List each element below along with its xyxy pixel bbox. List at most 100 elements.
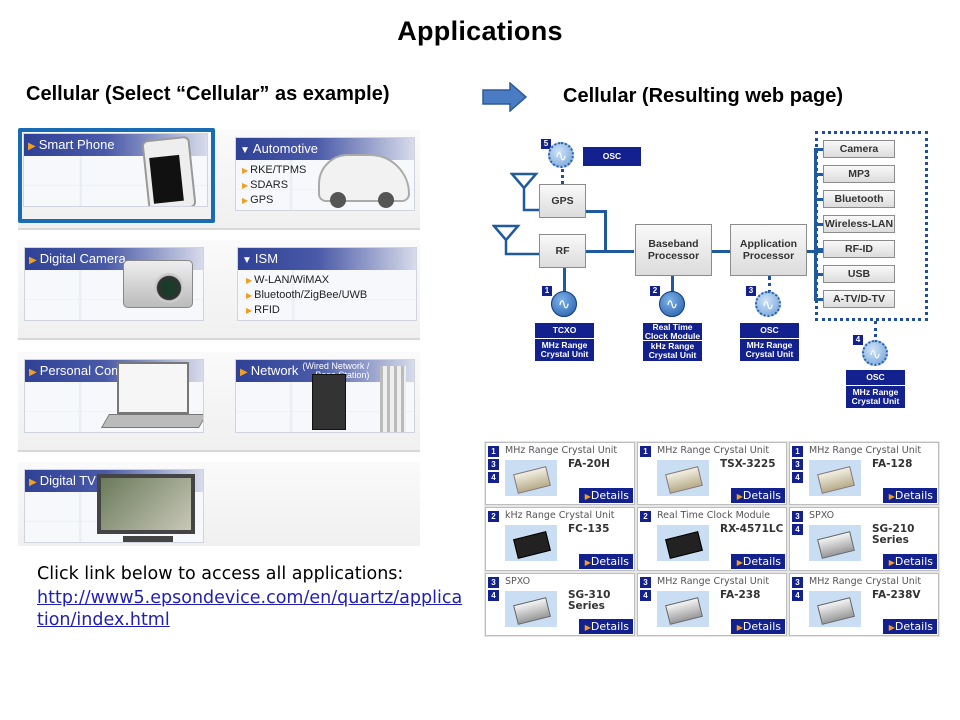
details-button[interactable]: ▶Details: [579, 488, 633, 504]
peripheral-block: RF-ID: [823, 240, 895, 258]
oscillator-sine-icon: ∿: [551, 291, 577, 317]
product-name[interactable]: TSX-3225: [720, 458, 776, 470]
laptop-icon: [117, 362, 189, 414]
number-badge: 3: [640, 576, 651, 588]
subcategory-link-rfid[interactable]: ▶RFID: [246, 304, 280, 316]
television-icon: [97, 474, 195, 542]
number-badge: 2: [640, 511, 651, 523]
connector-line: [814, 273, 824, 276]
number-badge: 4: [792, 589, 803, 601]
peripheral-block: Bluetooth: [823, 190, 895, 208]
product-name[interactable]: FA-20H: [568, 458, 610, 470]
product-image[interactable]: [809, 460, 861, 496]
details-label: Details: [742, 489, 781, 503]
oscillator-badges: 1: [640, 446, 651, 457]
connector-line: [584, 250, 634, 253]
product-name[interactable]: FA-238V: [872, 588, 921, 601]
product-name[interactable]: RX-4571LC: [720, 523, 784, 536]
number-badge: 4: [488, 589, 499, 601]
play-triangle-icon: ▶: [584, 492, 591, 502]
category-card-network[interactable]: ▶Network(Wired Network /Base Station): [235, 359, 415, 433]
play-triangle-icon: ▶: [736, 492, 743, 502]
left-section-title: Cellular (Select “Cellular” as example): [26, 83, 390, 105]
subcategory-link-bluetooth-zigbee-uwb[interactable]: ▶Bluetooth/ZigBee/UWB: [246, 289, 368, 301]
product-image[interactable]: [657, 525, 709, 562]
details-button[interactable]: ▶Details: [731, 618, 785, 634]
product-image[interactable]: [505, 460, 557, 496]
category-label: Digital Camera: [39, 251, 126, 266]
details-button[interactable]: ▶Details: [731, 553, 785, 569]
subcategory-link-sdars[interactable]: ▶SDARS: [242, 179, 289, 191]
oscillator-number-badge: 5: [541, 139, 551, 149]
product-name[interactable]: FC-135: [568, 523, 610, 536]
product-name[interactable]: FA-238: [720, 588, 761, 601]
subcategory-link-gps[interactable]: ▶GPS: [242, 194, 274, 206]
product-image[interactable]: [505, 590, 557, 627]
number-badge: 4: [792, 472, 803, 483]
product-image[interactable]: [809, 590, 861, 627]
subcategory-link-rke-tpms[interactable]: ▶RKE/TPMS: [242, 164, 307, 176]
details-label: Details: [742, 554, 781, 568]
play-triangle-icon: ▶: [240, 367, 248, 378]
number-badge: 3: [792, 511, 803, 523]
osc-label-5: OSC: [583, 147, 641, 166]
applications-link[interactable]: http://www5.epsondevice.com/en/quartz/ap…: [37, 588, 463, 630]
product-category: SPXO: [505, 575, 531, 587]
connector-line: [814, 198, 824, 201]
product-name[interactable]: FA-128: [872, 458, 913, 470]
details-button[interactable]: ▶Details: [883, 618, 937, 634]
baseband-processor-block: Baseband Processor: [635, 224, 712, 276]
details-button[interactable]: ▶Details: [579, 618, 633, 634]
number-badge: 1: [488, 446, 499, 457]
oscillator-sine-icon: ∿: [548, 142, 574, 168]
dotted-connector: [874, 321, 877, 343]
number-badge: 3: [488, 459, 499, 470]
subcategory-link-wlan-wimax[interactable]: ▶W-LAN/WiMAX: [246, 274, 330, 286]
category-card-automotive[interactable]: ▼Automotive ▶RKE/TPMS ▶SDARS ▶GPS: [235, 137, 415, 211]
product-category: MHz Range Crystal Unit: [657, 575, 770, 587]
category-card-digital-camera[interactable]: ▶Digital Camera: [24, 247, 204, 321]
details-button[interactable]: ▶Details: [883, 488, 937, 504]
peripheral-block: Camera: [823, 140, 895, 158]
peripheral-block: Wireless-LAN: [823, 215, 895, 233]
product-name[interactable]: SG-310 Series: [568, 588, 611, 612]
category-card-smart-phone[interactable]: ▶Smart Phone: [23, 133, 208, 207]
osc-label-2: Real Time Clock Module kHz Range Crystal…: [643, 321, 702, 361]
details-label: Details: [894, 554, 933, 568]
oscillator-sine-icon: ∿: [755, 291, 781, 317]
product-name[interactable]: SG-210 Series: [872, 523, 915, 547]
category-label: Network: [250, 363, 299, 378]
play-triangle-icon: ▶: [28, 141, 36, 152]
details-button[interactable]: ▶Details: [579, 553, 633, 569]
category-card-digital-tv[interactable]: ▶Digital TV: [24, 469, 204, 543]
category-card-personal-computer[interactable]: ▶Personal Computer: [24, 359, 204, 433]
chevron-down-icon: ▼: [242, 255, 252, 266]
details-label: Details: [590, 489, 629, 503]
product-category: MHz Range Crystal Unit: [505, 445, 618, 456]
link-hint-text: Click link below to access all applicati…: [37, 564, 404, 584]
details-button[interactable]: ▶Details: [731, 488, 785, 504]
play-triangle-icon: ▶: [888, 492, 895, 502]
product-image[interactable]: [505, 525, 557, 562]
connector-line: [671, 276, 674, 294]
play-triangle-icon: ▶: [29, 255, 37, 266]
product-category: MHz Range Crystal Unit: [809, 575, 922, 587]
product-image[interactable]: [657, 460, 709, 496]
category-card-ism[interactable]: ▼ISM ▶W-LAN/WiMAX ▶Bluetooth/ZigBee/UWB …: [237, 247, 417, 321]
details-label: Details: [894, 619, 933, 633]
details-button[interactable]: ▶Details: [883, 553, 937, 569]
peripheral-block: MP3: [823, 165, 895, 183]
play-triangle-icon: ▶: [736, 622, 743, 632]
osc-label-3: OSC MHz Range Crystal Unit: [740, 323, 799, 361]
product-image[interactable]: [657, 590, 709, 627]
product-image[interactable]: [809, 525, 861, 562]
subcategory-list: ▶W-LAN/WiMAX ▶Bluetooth/ZigBee/UWB ▶RFID: [246, 273, 367, 318]
peripheral-block: USB: [823, 265, 895, 283]
